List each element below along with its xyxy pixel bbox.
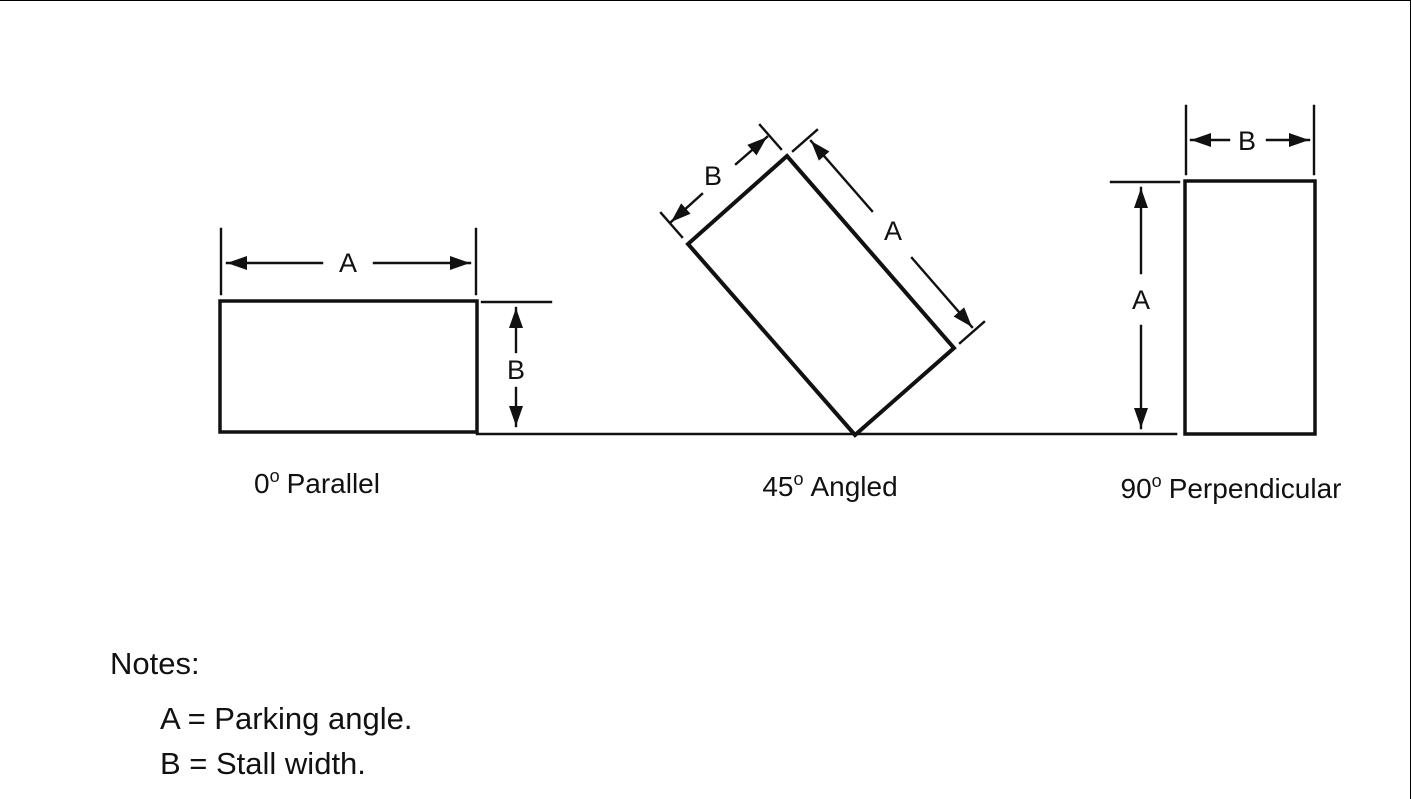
angled-ext-line-b-lower [659, 211, 684, 239]
caption-perpendicular: 90o Perpendicular [1121, 471, 1342, 504]
note-line-stall-width: B = Stall width. [160, 746, 366, 781]
angled-dim-a-arrow-upper [809, 139, 874, 213]
angled-dim-b-arrow-lower [669, 192, 704, 224]
angled-ext-line-a-lower [958, 320, 986, 345]
caption-parallel-word: Parallel [287, 468, 380, 499]
angled-dim-b-label: B [704, 161, 722, 191]
angled-stall-rect [685, 153, 957, 438]
angled-dim-a-arrow-lower [910, 256, 974, 329]
caption-angled-word: Angled [810, 471, 897, 502]
notes-heading: Notes: [110, 646, 200, 681]
caption-angled: 45o Angled [762, 469, 897, 502]
angled-ext-line-b-upper [758, 123, 783, 151]
perpendicular-dim-b-label: B [1238, 126, 1256, 156]
angled-dim-a-label: A [884, 216, 902, 246]
note-line-parking-angle: A = Parking angle. [160, 701, 412, 736]
diagram-linework [218, 104, 1317, 438]
parallel-dim-b-label: B [507, 355, 525, 385]
caption-perpendicular-degrees: 90 [1121, 473, 1152, 504]
parallel-stall-rect [218, 299, 479, 434]
perpendicular-dim-a-label: A [1132, 285, 1150, 315]
caption-parallel-degrees: 0 [254, 468, 270, 499]
caption-angled-degrees: 45 [762, 471, 793, 502]
caption-parallel: 0o Parallel [254, 466, 380, 499]
angled-ext-line-a-upper [791, 128, 819, 153]
caption-angled-degree-symbol: o [793, 469, 803, 489]
perpendicular-stall-rect [1183, 179, 1317, 436]
caption-perpendicular-degree-symbol: o [1152, 471, 1162, 491]
angled-dim-b-arrow-upper [734, 135, 769, 166]
parallel-dim-a-label: A [339, 248, 357, 278]
caption-parallel-degree-symbol: o [270, 466, 280, 486]
caption-perpendicular-word: Perpendicular [1169, 473, 1342, 504]
